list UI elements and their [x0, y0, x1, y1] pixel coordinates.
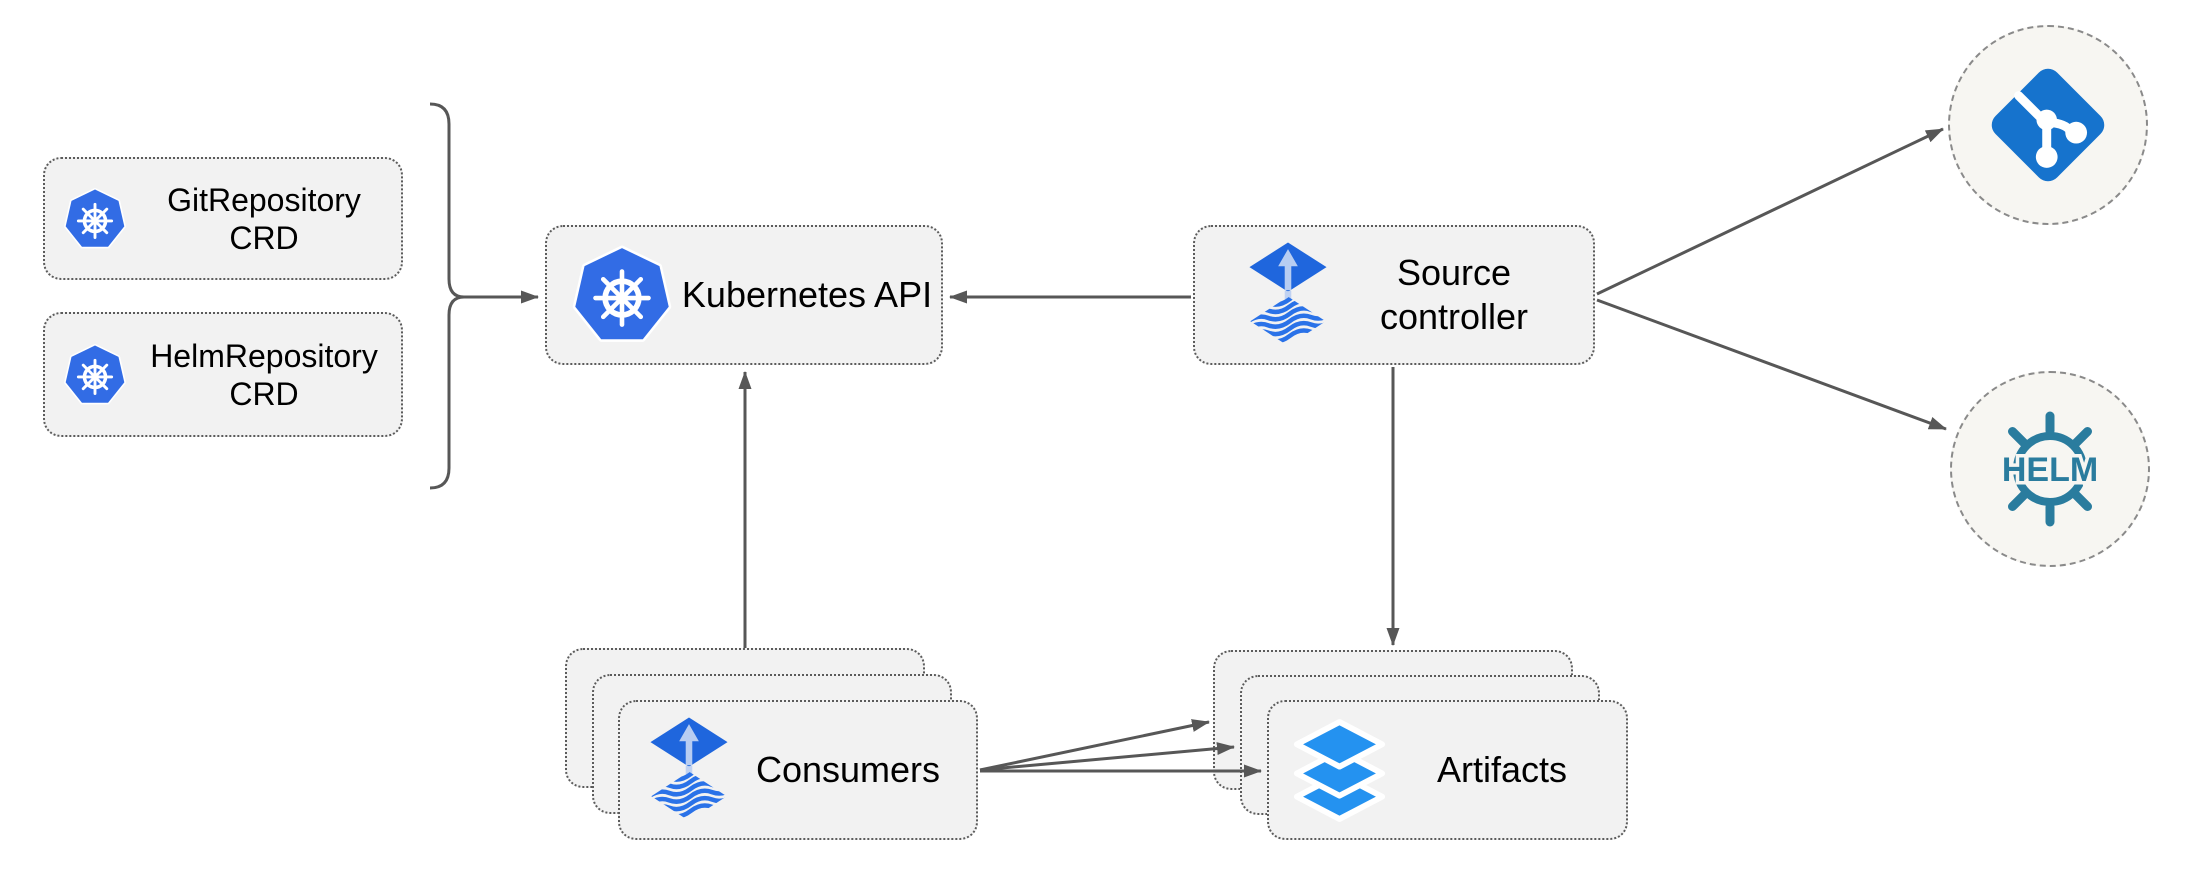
node-gitrepository-crd: GitRepository CRD	[43, 157, 403, 280]
helm-icon: HELM	[1998, 411, 2102, 527]
arrow-consumers-to-artifacts-2	[979, 742, 1235, 772]
layers-icon	[1293, 718, 1386, 822]
node-label: Source controller	[1329, 251, 1579, 339]
label-line: CRD	[229, 375, 299, 412]
node-label: Consumers	[755, 749, 941, 790]
label-line: controller	[1379, 296, 1529, 337]
arrow-source-controller-to-git	[1596, 127, 1944, 296]
helm-wordmark: HELM	[2002, 451, 2098, 489]
kubernetes-icon	[64, 343, 126, 404]
node-kubernetes-api: Kubernetes API	[545, 225, 943, 365]
node-label: GitRepository CRD	[127, 181, 401, 257]
crd-group-brace	[429, 102, 465, 490]
node-artifacts: Artifacts	[1267, 700, 1628, 840]
flux-icon	[650, 717, 728, 821]
git-icon	[1991, 68, 2105, 182]
node-label: HelmRepository CRD	[127, 337, 401, 413]
git-remote-circle	[1948, 25, 2148, 225]
node-label: Kubernetes API	[681, 274, 933, 315]
kubernetes-icon	[572, 245, 672, 342]
node-helmrepository-crd: HelmRepository CRD	[43, 312, 403, 437]
helm-remote-circle: HELM	[1950, 371, 2150, 567]
arrow-source-controller-to-helm	[1596, 298, 1947, 431]
kubernetes-icon	[64, 187, 126, 248]
label-line: CRD	[229, 219, 299, 256]
label-line: GitRepository	[167, 181, 361, 218]
node-consumers: Consumers	[618, 700, 978, 840]
label-line: HelmRepository	[150, 337, 378, 374]
arrow-consumers-to-artifacts-1	[979, 719, 1210, 772]
node-source-controller: Source controller	[1193, 225, 1595, 365]
node-label: Artifacts	[1436, 749, 1568, 790]
flux-icon	[1249, 242, 1327, 346]
label-line: Source	[1396, 252, 1512, 293]
